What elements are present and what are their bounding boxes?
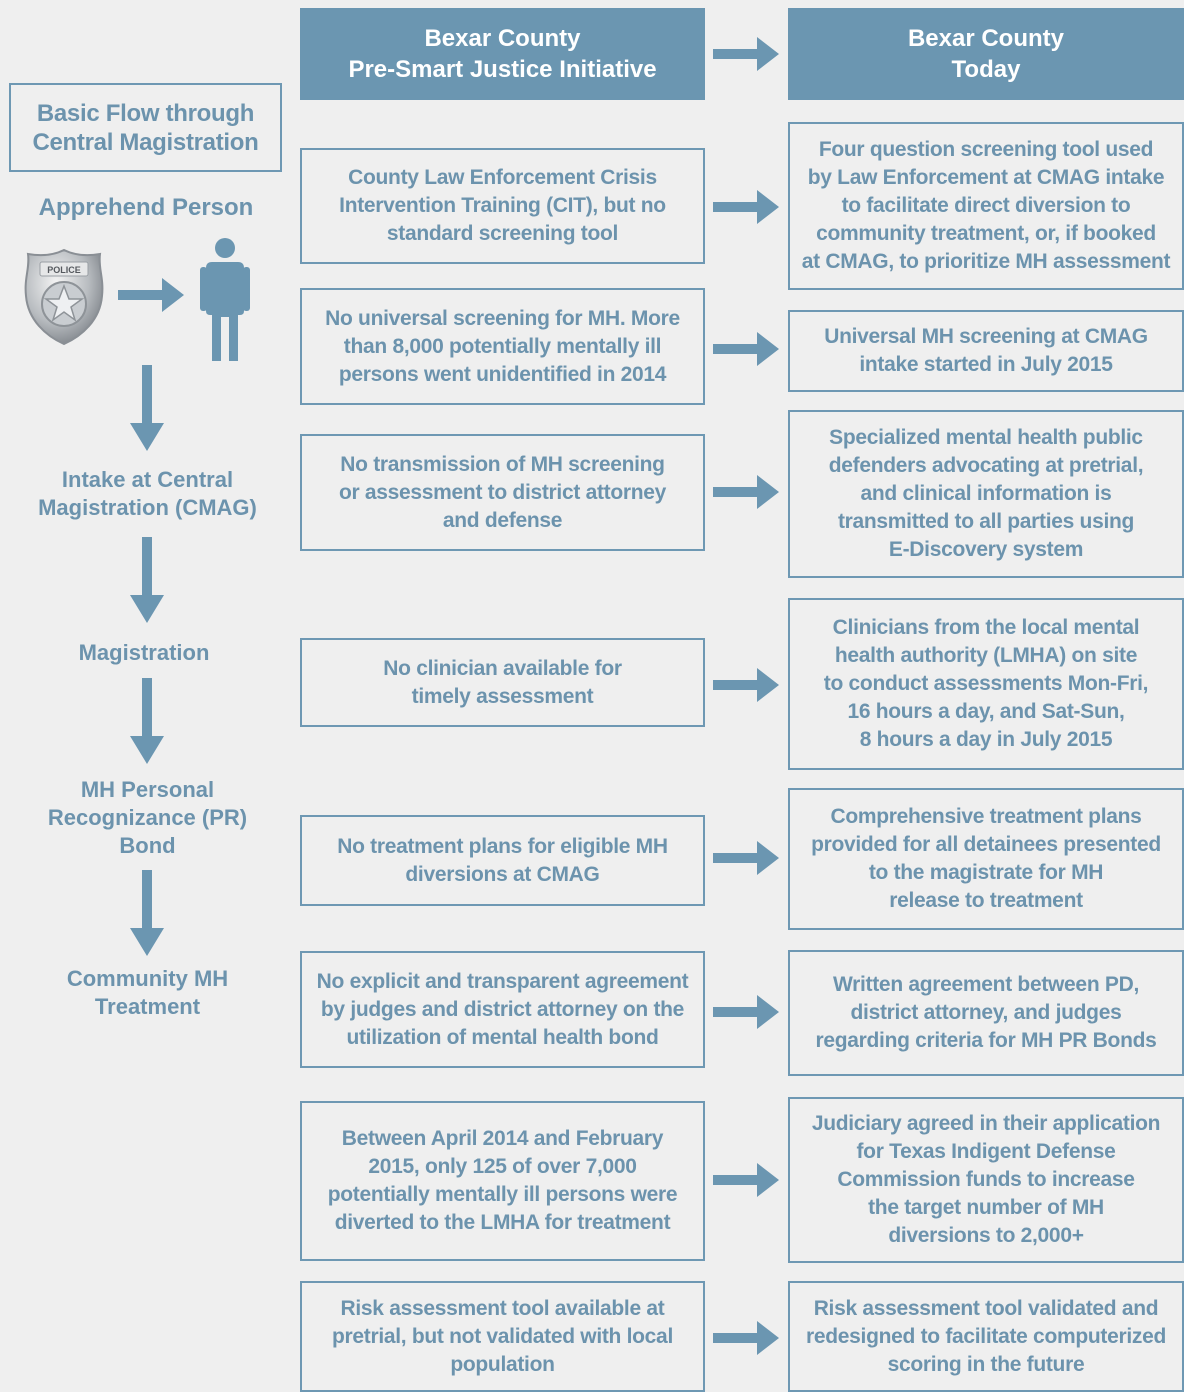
today-box-5: Comprehensive treatment plans provided f…: [788, 788, 1184, 930]
row-arrow-3-icon: [713, 475, 779, 509]
row-arrow-5-icon: [713, 841, 779, 875]
header-arrow-icon: [713, 37, 779, 71]
row-arrow-7-icon: [713, 1163, 779, 1197]
today-box-2: Universal MH screening at CMAG intake st…: [788, 310, 1184, 392]
apprehend-arrow-icon: [118, 278, 184, 312]
before-box-5: No treatment plans for eligible MH diver…: [300, 815, 705, 906]
badge-label: POLICE: [47, 265, 81, 275]
row-arrow-4-icon: [713, 668, 779, 702]
person-icon: [200, 238, 250, 361]
today-box-8: Risk assessment tool validated and redes…: [788, 1281, 1184, 1392]
flow-arrow-1-icon: [130, 365, 164, 451]
flow-step-treatment: Community MH Treatment: [66, 966, 229, 1019]
row-arrow-6-icon: [713, 995, 779, 1029]
header-today: Bexar County Today: [788, 8, 1184, 100]
before-box-3: No transmission of MH screening or asses…: [300, 434, 705, 551]
before-box-1: County Law Enforcement Crisis Interventi…: [300, 148, 705, 264]
flow-arrow-4-icon: [130, 870, 164, 956]
flow-step-pr-bond: MH Personal Recognizance (PR) Bond: [47, 777, 248, 858]
flow-step-magistration: Magistration: [78, 640, 210, 665]
today-box-7: Judiciary agreed in their application fo…: [788, 1097, 1184, 1263]
flow-step-intake: Intake at Central Magistration (CMAG): [38, 467, 257, 520]
before-box-2: No universal screening for MH. More than…: [300, 288, 705, 405]
before-box-7: Between April 2014 and February 2015, on…: [300, 1101, 705, 1261]
row-arrow-8-icon: [713, 1321, 779, 1355]
header-before: Bexar County Pre-Smart Justice Initiativ…: [300, 8, 705, 100]
flow-arrow-2-icon: [130, 537, 164, 623]
today-box-1: Four question screening tool used by Law…: [788, 122, 1184, 290]
today-box-4: Clinicians from the local mental health …: [788, 598, 1184, 770]
before-box-8: Risk assessment tool available at pretri…: [300, 1281, 705, 1392]
before-box-6: No explicit and transparent agreement by…: [300, 951, 705, 1068]
police-badge-icon: POLICE: [24, 248, 104, 346]
flow-title-box: Basic Flow through Central Magistration: [9, 83, 282, 172]
before-box-4: No clinician available for timely assess…: [300, 638, 705, 727]
flow-step-apprehend: Apprehend Person: [38, 194, 254, 221]
row-arrow-1-icon: [713, 190, 779, 224]
flow-arrow-3-icon: [130, 678, 164, 764]
today-box-3: Specialized mental health public defende…: [788, 410, 1184, 578]
row-arrow-2-icon: [713, 332, 779, 366]
today-box-6: Written agreement between PD, district a…: [788, 950, 1184, 1076]
